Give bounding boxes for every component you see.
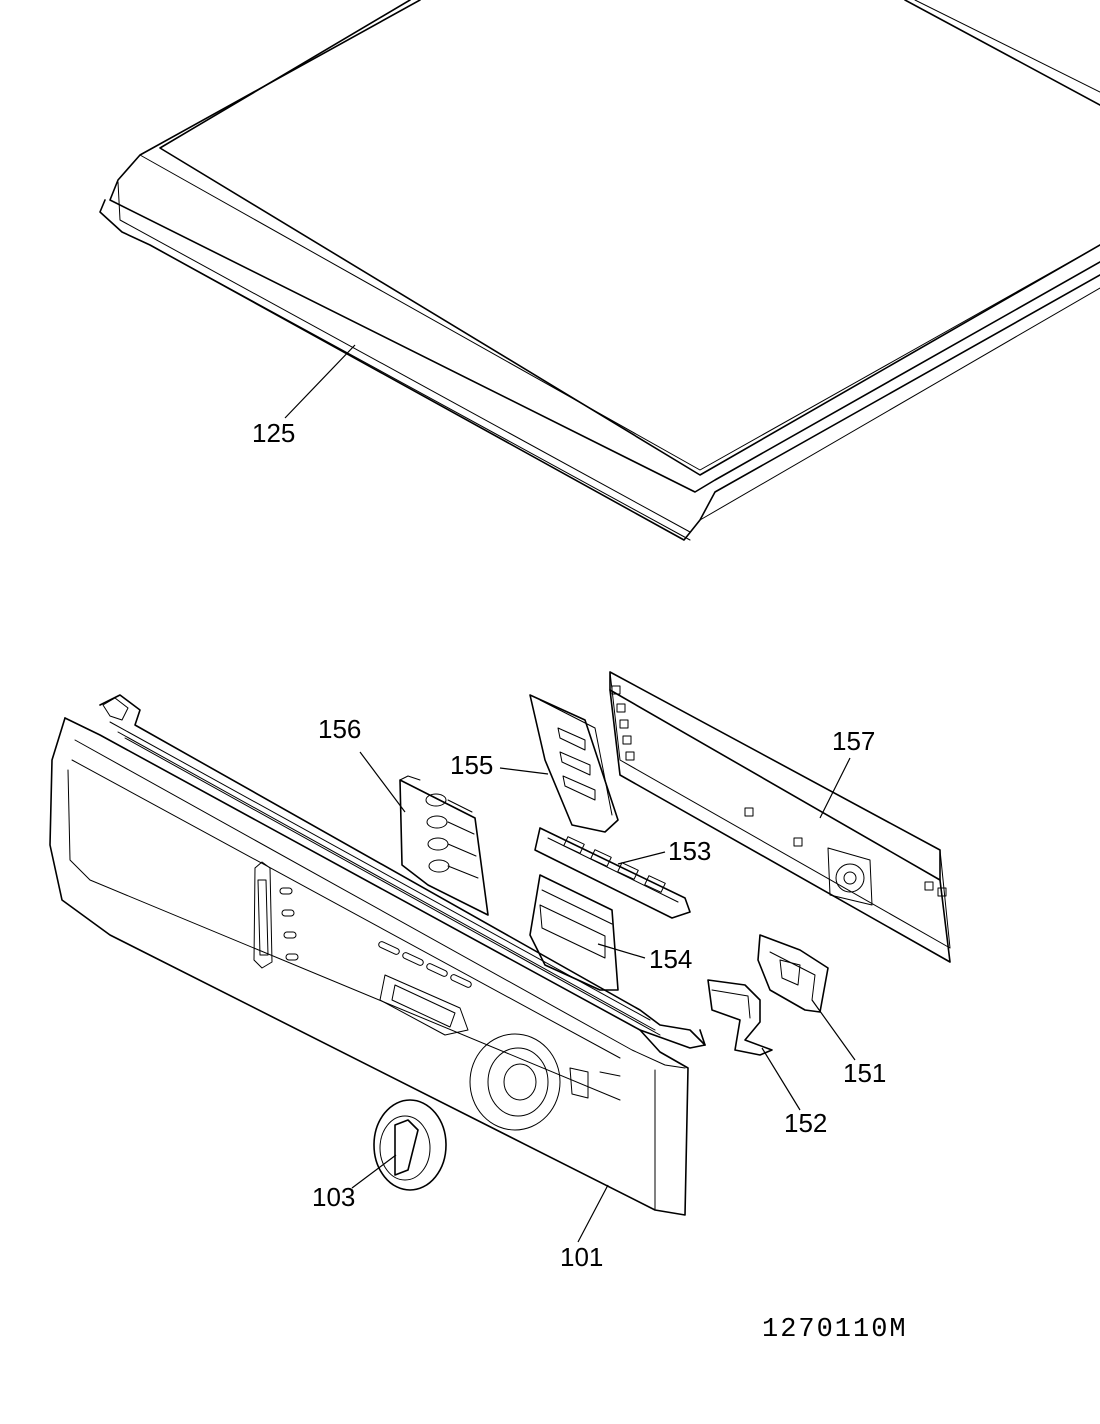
circuit-board-part — [609, 671, 951, 963]
top-lid-part — [99, 0, 1100, 541]
button-holder-part — [534, 827, 691, 919]
callout-125: 125 — [252, 418, 295, 448]
light-guide-part — [529, 694, 619, 833]
callout-103: 103 — [312, 1182, 355, 1212]
callout-157: 157 — [832, 726, 875, 756]
drawing-code: 1270110M — [762, 1315, 908, 1345]
callout-153: 153 — [668, 836, 711, 866]
callout-151: 151 — [843, 1058, 886, 1088]
leader-lines — [284, 344, 856, 1243]
callout-156: 156 — [318, 714, 361, 744]
display-holder-part — [529, 874, 619, 991]
button-carrier-part — [399, 775, 489, 916]
callout-152: 152 — [784, 1108, 827, 1138]
button-part — [707, 979, 773, 1056]
callout-154: 154 — [649, 944, 692, 974]
callout-155: 155 — [450, 750, 493, 780]
control-panel-part — [49, 694, 706, 1216]
knob-part — [373, 1099, 447, 1191]
switch-part — [757, 934, 829, 1013]
callout-101: 101 — [560, 1242, 603, 1272]
